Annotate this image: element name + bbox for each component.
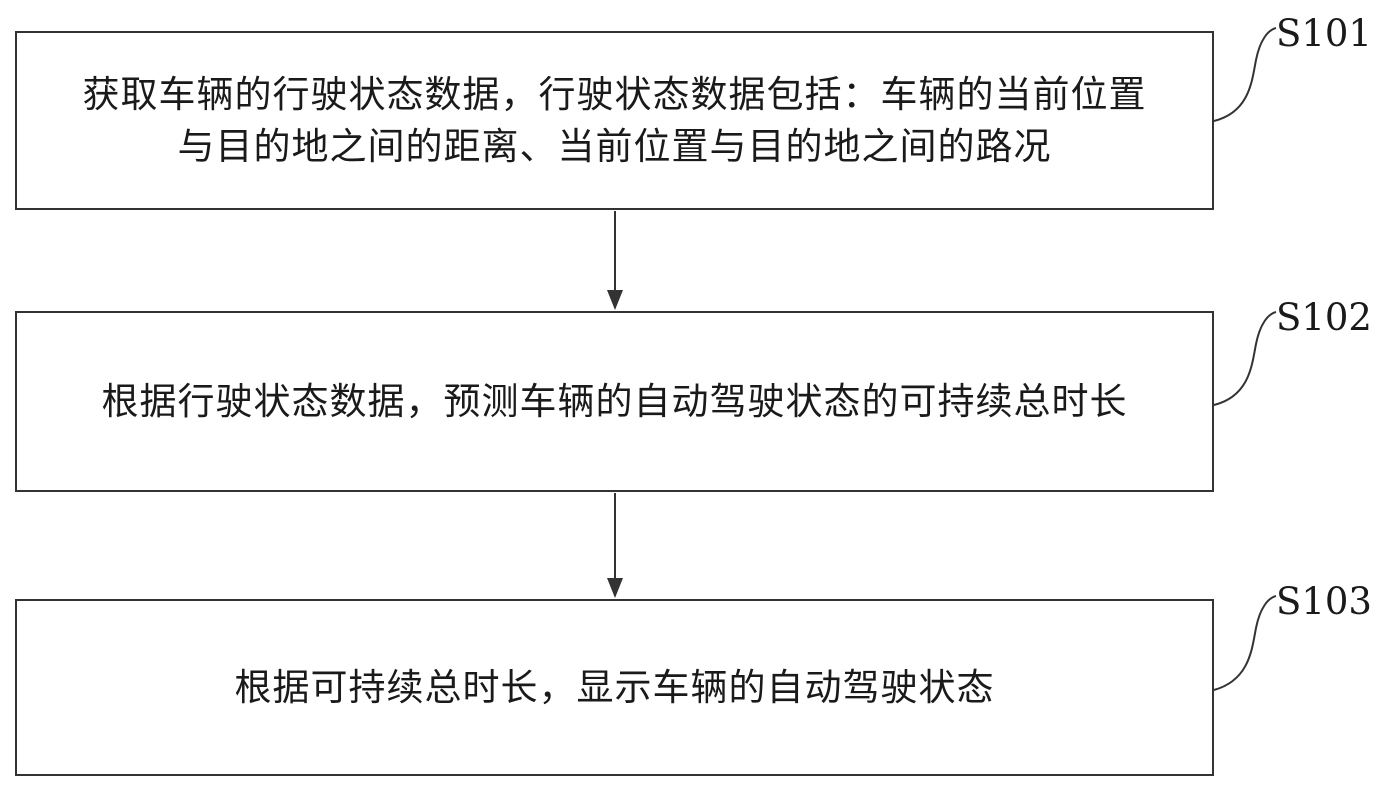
step-box-s101: 获取车辆的行驶状态数据，行驶状态数据包括：车辆的当前位置与目的地之间的距离、当前… — [15, 31, 1214, 210]
step-label-s101: S101 — [1276, 12, 1372, 55]
step-text-s101: 获取车辆的行驶状态数据，行驶状态数据包括：车辆的当前位置与目的地之间的距离、当前… — [82, 72, 1147, 168]
step-text-s102: 根据行驶状态数据，预测车辆的自动驾驶状态的可持续总时长 — [101, 379, 1128, 423]
step-box-s103: 根据可持续总时长，显示车辆的自动驾驶状态 — [15, 599, 1214, 776]
leader-line-s103 — [1213, 595, 1277, 691]
leader-line-s101 — [1213, 27, 1277, 122]
step-label-s103: S103 — [1276, 580, 1372, 623]
step-text-s103: 根据可持续总时长，显示车辆的自动驾驶状态 — [234, 665, 995, 709]
step-box-s102: 根据行驶状态数据，预测车辆的自动驾驶状态的可持续总时长 — [15, 311, 1214, 492]
leader-line-s102 — [1213, 311, 1277, 406]
step-label-s102: S102 — [1276, 296, 1372, 339]
